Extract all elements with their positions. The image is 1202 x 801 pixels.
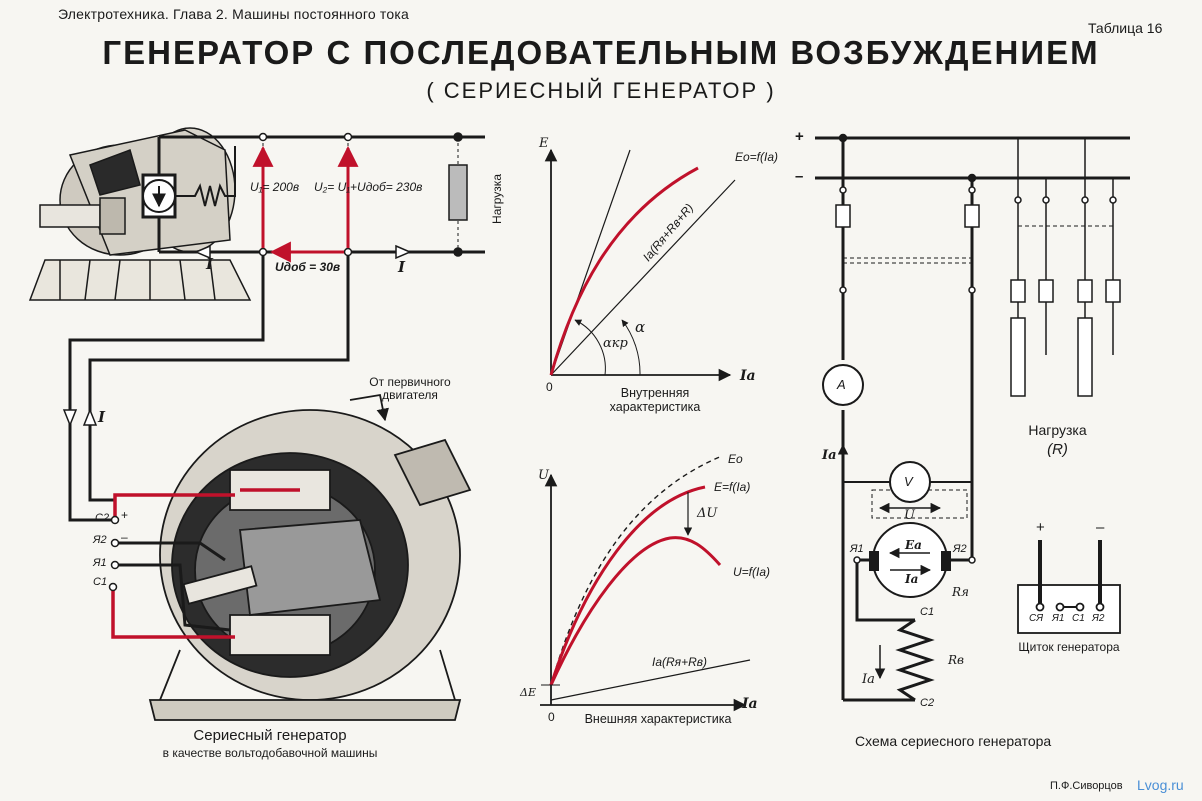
e-curve-label: E=f(Ia) <box>714 480 751 494</box>
bus-plus-label: + <box>795 128 804 145</box>
u2-label: U₂= U₁+Uдоб= 230в <box>314 180 423 194</box>
bottom-y-axis: U <box>538 468 549 483</box>
primary-motor-label: От первичного двигателя <box>369 375 451 402</box>
e0-label: Eo <box>728 452 743 466</box>
e0-curve <box>549 166 699 376</box>
terminal-ya1: Я1 <box>93 557 107 569</box>
terminal-minus: – <box>121 530 128 544</box>
top-x-axis: Ia <box>740 368 756 384</box>
terminal-c2: С2 <box>95 512 110 524</box>
left-caption-sub: в качестве вольтодобавочной машины <box>162 746 378 760</box>
c1-label: С1 <box>920 606 935 618</box>
e0-curve-dashed <box>550 455 723 686</box>
ya1-label: Я1 <box>850 543 864 555</box>
panel-plus: + <box>1036 519 1045 536</box>
current-arrows <box>62 244 412 428</box>
external-char-graph <box>540 455 751 712</box>
table-number: Таблица 16 <box>1088 20 1163 36</box>
drop-line-label: Ia(Rя+Rв) <box>652 655 708 669</box>
switch-contacts <box>838 133 1117 564</box>
right-buses <box>815 136 1130 180</box>
r-v-label: Rв <box>948 653 965 667</box>
panel-terminal-cya: СЯ <box>1029 613 1044 624</box>
field-winding-red <box>111 488 300 639</box>
ya2-label: Я2 <box>953 543 967 555</box>
terminals <box>108 515 120 592</box>
fuses <box>835 204 1121 397</box>
e-curve <box>549 485 706 686</box>
c2-label: С2 <box>920 697 935 709</box>
top-graph-caption: Внутренняя характеристика <box>609 386 701 414</box>
schematic-arrows <box>837 443 942 680</box>
u-curve-label: U=f(Ia) <box>733 565 771 579</box>
current-label-1: I <box>206 255 214 273</box>
author-label: П.Ф.Сиворцов <box>1050 780 1123 792</box>
generator-cutaway <box>148 393 472 721</box>
load-resistor <box>448 164 468 221</box>
current-label-2: I <box>398 258 406 276</box>
right-dashed <box>843 225 1113 519</box>
panel-terminal-ya2: Я2 <box>1092 613 1105 624</box>
bottom-origin: 0 <box>548 710 555 724</box>
panel-terminal-c1: С1 <box>1072 613 1085 624</box>
left-circuit-nodes <box>258 132 463 257</box>
ia-line-label: Ia <box>822 448 837 463</box>
delta-e-label: ΔE <box>520 686 536 699</box>
generator-panel <box>1017 540 1121 634</box>
panel-caption: Щиток генератора <box>1018 640 1120 654</box>
u1-label: U₁= 200в <box>250 180 300 194</box>
load-line <box>550 179 736 376</box>
armature-leads <box>115 541 231 632</box>
load-right-label: Нагрузка <box>1028 422 1087 438</box>
load-label: Нагрузка <box>489 174 504 224</box>
drop-line <box>550 659 751 701</box>
bus-minus-label: – <box>795 168 804 185</box>
ia-winding-label: Ia <box>862 672 875 687</box>
delta-u-label: ΔU <box>697 506 718 521</box>
terminal-c1: С1 <box>93 576 108 588</box>
poster-subtitle: ( СЕРИЕСНЫЙ ГЕНЕРАТОР ) <box>426 78 776 103</box>
terminal-plus: + <box>121 508 129 522</box>
terminal-ya2: Я2 <box>93 534 107 546</box>
bottom-x-axis: Ia <box>742 696 758 712</box>
meters <box>822 364 951 598</box>
alpha-cr-label: αкр <box>603 336 628 351</box>
left-caption-title: Сериесный генератор <box>193 727 347 744</box>
field-winding-zigzag <box>895 618 935 702</box>
r-ya-label: Rя <box>952 585 969 599</box>
internal-char-graph <box>544 148 736 382</box>
load-r-label: (R) <box>1047 441 1068 458</box>
voltmeter-label: V <box>904 474 913 489</box>
u-curve <box>549 536 722 686</box>
chapter-heading: Электротехника. Глава 2. Машины постоянн… <box>58 6 409 22</box>
alpha-label: α <box>635 318 646 336</box>
generator-sketch-top <box>28 127 252 301</box>
u-label: U <box>904 508 915 523</box>
current-label-3: I <box>98 408 106 426</box>
top-y-axis: E <box>539 136 549 151</box>
schema-caption: Схема сериесного генератора <box>855 733 1052 749</box>
ammeter-label: A <box>837 377 846 392</box>
panel-terminal-ya1: Я1 <box>1052 613 1065 624</box>
e0-curve-label: Eo=f(Ia) <box>735 150 779 164</box>
top-origin: 0 <box>546 380 553 394</box>
u-dob-label: Uдоб = 30в <box>275 260 341 274</box>
watermark: Lvog.ru <box>1137 777 1184 793</box>
poster-title: ГЕНЕРАТОР С ПОСЛЕДОВАТЕЛЬНЫМ ВОЗБУЖДЕНИЕ… <box>102 34 1100 71</box>
ea-label: Ea <box>905 538 922 552</box>
panel-minus: – <box>1096 519 1105 536</box>
voltage-arrows <box>252 145 359 263</box>
bottom-graph-caption: Внешняя характеристика <box>584 712 732 726</box>
ia-armature-label: Ia <box>905 572 919 586</box>
generator-symbol <box>141 137 236 252</box>
